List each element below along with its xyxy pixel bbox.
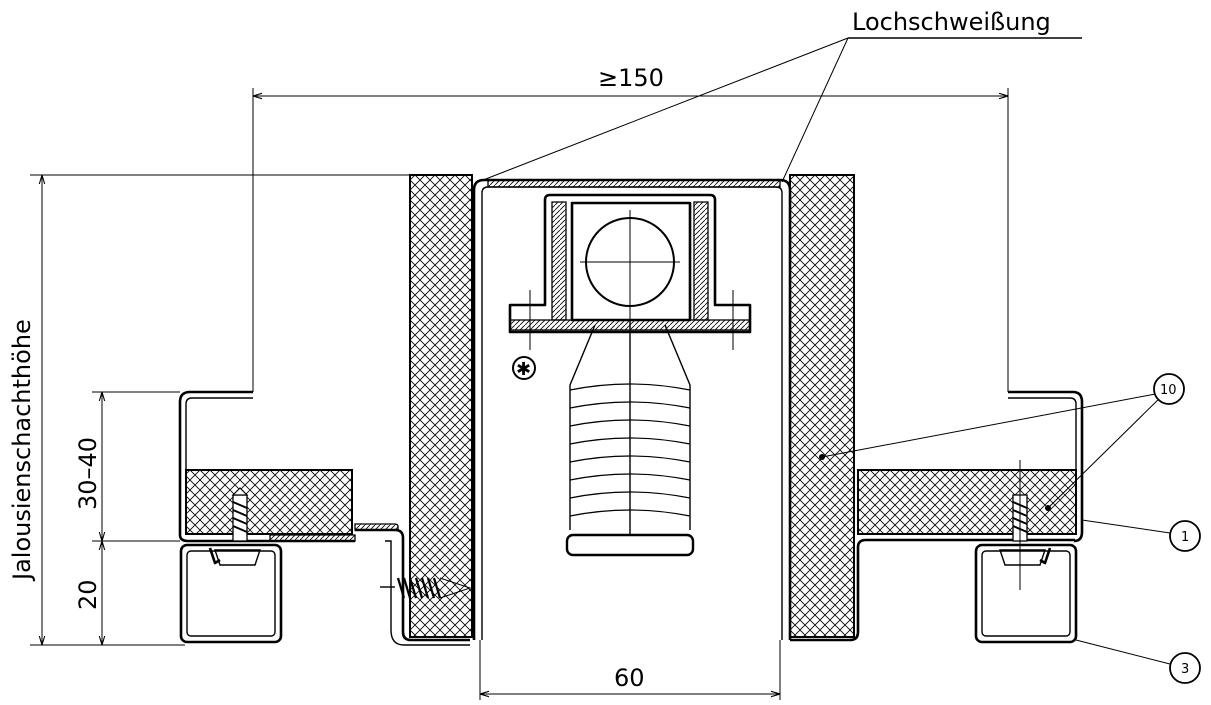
callout-10-dot-1 xyxy=(819,454,825,460)
left-lower-tube xyxy=(179,543,283,644)
left-hatched-plate xyxy=(269,534,356,542)
blind-tapes-left xyxy=(569,324,596,530)
dim-height-label: Jalousienschachthöhe xyxy=(8,319,36,582)
left-washer xyxy=(214,549,261,566)
callout-10-leader-1 xyxy=(821,391,1167,458)
bracket-box xyxy=(570,201,692,322)
left-outer-profile-inner xyxy=(185,397,253,535)
right-column-bottom xyxy=(790,538,1075,642)
left-step-profile-hatch xyxy=(354,523,399,531)
bracket-outer xyxy=(508,193,752,334)
star-marker xyxy=(512,356,536,380)
right-insulation xyxy=(857,469,1077,535)
right-column-insulation xyxy=(789,174,855,638)
weld-leader-2 xyxy=(781,37,849,183)
callout-10-dot-2 xyxy=(1045,505,1051,511)
left-lower-tube-inner xyxy=(186,550,276,637)
dim-60-label: 60 xyxy=(614,664,645,692)
weld-leader-1 xyxy=(477,37,849,183)
callout-3-circle xyxy=(1169,652,1201,684)
star-marker-label: ✱ xyxy=(516,359,531,380)
right-screw xyxy=(1012,460,1028,590)
left-screw xyxy=(231,487,249,542)
left-outer-profile xyxy=(178,390,355,543)
weld-label: Lochschweißung xyxy=(852,8,1051,36)
blind-slats xyxy=(569,383,691,517)
dim-20-label: 20 xyxy=(74,579,102,610)
blind-bottom-rail xyxy=(565,533,695,557)
right-washer xyxy=(999,549,1046,566)
left-step-profile-inner xyxy=(385,540,470,646)
bracket-inner-right xyxy=(693,201,709,321)
callout-10-leader-2 xyxy=(1047,391,1167,509)
left-insulation xyxy=(185,469,353,535)
callout-10-label: 10 xyxy=(1160,383,1177,398)
dim-30-40-label: 30–40 xyxy=(74,437,102,510)
right-outer-profile xyxy=(1008,390,1084,543)
blind-tapes-right xyxy=(664,324,691,530)
callout-1-label: 1 xyxy=(1181,530,1189,545)
left-spring xyxy=(380,577,472,599)
callout-10-circle xyxy=(1153,373,1185,405)
callout-3-leader xyxy=(1075,639,1171,665)
callout-1-circle xyxy=(1169,520,1201,552)
left-clip xyxy=(208,547,221,565)
callout-3-label: 3 xyxy=(1181,662,1189,677)
center-channel-top-hatch xyxy=(487,179,781,188)
right-outer-profile-inner xyxy=(1008,397,1077,534)
right-lower-tube-inner xyxy=(981,550,1071,637)
right-clip xyxy=(1039,547,1052,565)
bracket-inner-left xyxy=(551,201,567,321)
left-column-insulation xyxy=(409,174,473,638)
callout-1-leader xyxy=(1081,519,1171,534)
dim-150-label: ≥150 xyxy=(598,64,664,92)
right-lower-tube xyxy=(974,543,1078,644)
